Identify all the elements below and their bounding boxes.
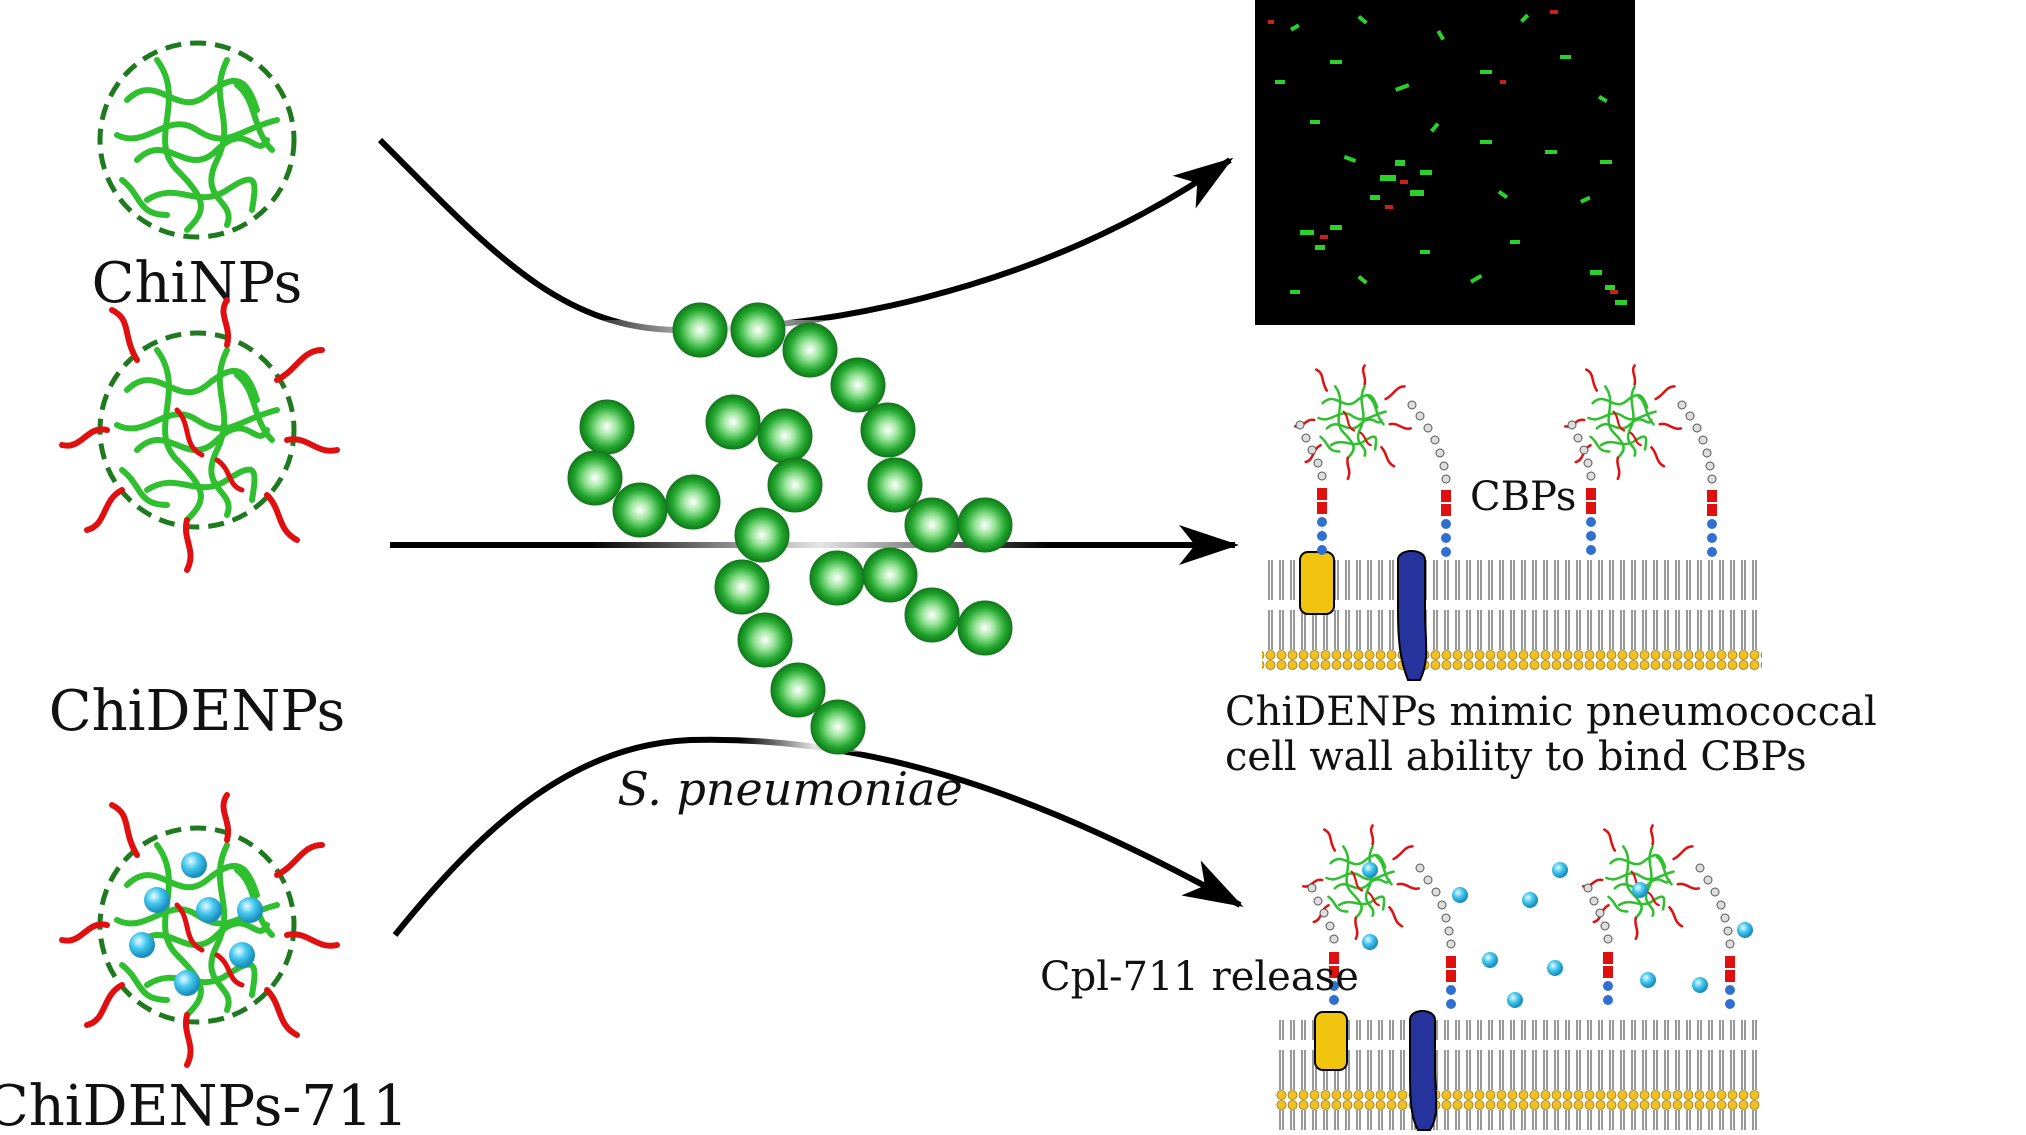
released-cpl711-enzymes — [1362, 862, 1753, 1008]
bacterium-label: S. pneumoniae — [617, 762, 962, 816]
cpl711-enzymes — [129, 852, 263, 996]
chinps-particle — [97, 40, 297, 240]
released-particle-left — [1303, 825, 1419, 938]
mimic-caption-line1: ChiDENPs mimic pneumococcal — [1225, 689, 1877, 735]
membrane-protein — [1299, 551, 1335, 615]
bound-particle-right — [1565, 365, 1681, 478]
chidenps711-particle — [62, 795, 337, 1065]
membrane-protein-release — [1314, 1011, 1348, 1071]
bound-particle-left — [1295, 365, 1411, 478]
arrow-bottom — [392, 736, 1244, 937]
chidenps-label: ChiDENPs — [49, 679, 346, 744]
chidenps711-label: ChiDENPs-711 — [0, 1074, 408, 1135]
chidenps-particle — [62, 300, 337, 570]
membrane-panel-cbps — [1262, 365, 1762, 681]
fluorescence-micrograph — [1255, 0, 1635, 325]
s-pneumoniae-cells — [567, 302, 1013, 755]
membrane-panel-release — [1275, 825, 1760, 1131]
arrow-top — [377, 137, 1234, 334]
chinps-label: ChiNPs — [92, 251, 303, 316]
mimic-caption-line2: cell wall ability to bind CBPs — [1225, 734, 1807, 780]
membrane-channel-release — [1409, 1010, 1438, 1131]
cbps-label: CBPs — [1470, 474, 1576, 520]
release-label: Cpl-711 release — [1040, 954, 1359, 1000]
membrane-channel — [1397, 550, 1428, 681]
